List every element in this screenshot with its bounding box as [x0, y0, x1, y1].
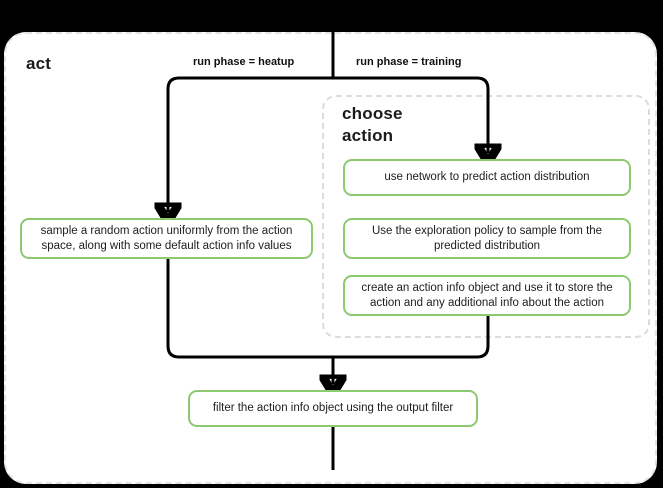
- node-create-action-info-object[interactable]: create an action info object and use it …: [343, 275, 631, 316]
- node-use-network-predict-distribution[interactable]: use network to predict action distributi…: [343, 159, 631, 196]
- choose-action-group-title: choose action: [342, 104, 403, 145]
- node-filter-action-info-output-filter[interactable]: filter the action info object using the …: [188, 390, 478, 427]
- act-swimlane-title: act: [26, 54, 52, 73]
- edge-label-training: run phase = training: [356, 56, 462, 68]
- node-sample-random-action[interactable]: sample a random action uniformly from th…: [20, 218, 313, 259]
- node-exploration-policy-sample[interactable]: Use the exploration policy to sample fro…: [343, 218, 631, 259]
- edge-label-heatup: run phase = heatup: [193, 56, 295, 68]
